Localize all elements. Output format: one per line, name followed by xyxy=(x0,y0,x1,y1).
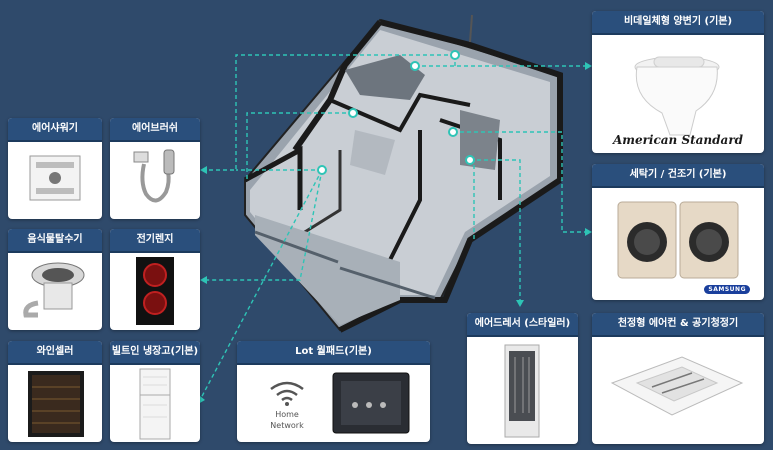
card-electric-range: 전기렌지 xyxy=(110,229,200,330)
card-title: 와인셀러 xyxy=(8,341,102,365)
card-title: 음식물탈수기 xyxy=(8,229,102,253)
toilet-image xyxy=(634,56,720,136)
food-disposer-image xyxy=(23,262,85,318)
connector-lines xyxy=(199,54,588,401)
floor-plan-3d xyxy=(243,14,563,333)
wifi-icon xyxy=(270,381,304,406)
wine-cellar-image xyxy=(28,371,84,437)
card-title: 전기렌지 xyxy=(110,229,200,253)
card-builtin-fridge: 빌트인 냉장고(기본) xyxy=(110,341,200,442)
washer-dryer-image xyxy=(617,201,739,279)
card-bidet: 비데일체형 양변기 (기본) American Standard xyxy=(592,11,764,153)
card-title: 에어드레서 (스타일러) xyxy=(467,313,578,337)
card-title: Lot 월패드(기본) xyxy=(237,341,430,365)
card-title: 에어샤워기 xyxy=(8,118,102,142)
home-network-label: Home Network xyxy=(270,410,304,430)
card-air-brush: 에어브러쉬 xyxy=(110,118,200,219)
connector-end-dots xyxy=(317,50,475,175)
air-dresser-image xyxy=(504,344,540,438)
bidet-brand-logo: American Standard xyxy=(612,133,744,147)
card-air-shower: 에어샤워기 xyxy=(8,118,102,219)
card-wallpad: Lot 월패드(기본) Home Network xyxy=(237,341,430,442)
card-title: 세탁기 / 건조기 (기본) xyxy=(592,164,764,188)
card-title: 천정형 에어컨 & 공기청정기 xyxy=(592,313,764,337)
card-ceiling-ac: 천정형 에어컨 & 공기청정기 xyxy=(592,313,764,444)
electric-range-image xyxy=(136,257,174,325)
card-wine-cellar: 와인셀러 xyxy=(8,341,102,442)
fridge-image xyxy=(139,368,171,440)
card-title: 빌트인 냉장고(기본) xyxy=(110,341,200,365)
samsung-logo: SAMSUNG xyxy=(704,285,750,294)
connector-arrowheads xyxy=(198,62,592,404)
air-brush-image xyxy=(133,149,175,203)
card-air-dresser: 에어드레서 (스타일러) xyxy=(467,313,578,444)
air-shower-image xyxy=(29,155,81,201)
ceiling-ac-image xyxy=(610,356,744,416)
card-title: 비데일체형 양변기 (기본) xyxy=(592,11,764,35)
card-washer-dryer: 세탁기 / 건조기 (기본) SAMSUNG xyxy=(592,164,764,300)
wallpad-image xyxy=(332,372,410,434)
card-title: 에어브러쉬 xyxy=(110,118,200,142)
card-food-disposer: 음식물탈수기 xyxy=(8,229,102,330)
